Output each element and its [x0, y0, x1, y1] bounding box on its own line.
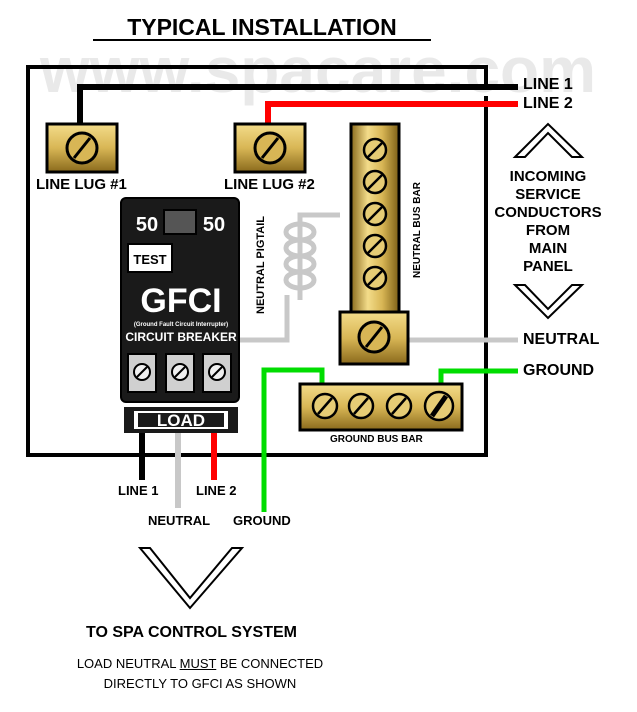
ground-load-label: GROUND: [233, 513, 291, 528]
note-text: BE CONNECTED: [216, 656, 324, 671]
load-neutral-note-line2: DIRECTLY TO GFCI AS SHOWN: [103, 676, 297, 691]
ground-incoming-label: GROUND: [523, 362, 595, 379]
gfci-terminals: [127, 353, 232, 393]
line-lug-2-label: LINE LUG #2: [224, 176, 315, 193]
circuit-breaker-label: CIRCUIT BREAKER: [125, 330, 237, 344]
line-lug-1: [45, 122, 119, 174]
to-spa-label: TO SPA CONTROL SYSTEM: [86, 624, 297, 641]
note-text: LOAD NEUTRAL: [76, 656, 180, 671]
line1-load-label: LINE 1: [118, 483, 159, 498]
neutral-incoming-label: NEUTRAL: [523, 331, 600, 348]
incoming-service-label: INCOMING SERVICE CONDUCTORS FROM MAIN PA…: [490, 168, 606, 276]
wire-ground-outgoing: [261, 367, 325, 512]
note-emphasis: MUST: [179, 656, 217, 671]
incoming-line: MAIN: [528, 240, 568, 257]
load-label: LOAD: [157, 411, 205, 430]
test-button: [127, 243, 173, 273]
gfci-label: GFCI: [140, 282, 221, 320]
panel-enclosure: [26, 65, 488, 457]
gfci-subtitle: (Ground Fault Circuit Interrupter): [134, 322, 228, 328]
rating-right: 50: [203, 214, 225, 236]
rating-left: 50: [136, 214, 158, 236]
line2-load-label: LINE 2: [196, 483, 237, 498]
line-lug-2: [233, 122, 307, 174]
line-lug-1-label: LINE LUG #1: [36, 176, 127, 193]
line1-incoming-label: LINE 1: [523, 76, 573, 93]
incoming-line: FROM: [525, 222, 571, 239]
neutral-pigtail-coil: [283, 221, 317, 291]
wire-ground-incoming: [438, 368, 518, 388]
neutral-pigtail-label: NEUTRAL PIGTAIL: [255, 216, 267, 314]
neutral-load-label: NEUTRAL: [148, 513, 211, 528]
wire-line2-incoming: [265, 101, 518, 125]
incoming-arrow: [512, 122, 585, 320]
load-neutral-note: LOAD NEUTRAL MUST BE CONNECTED: [0, 656, 400, 671]
incoming-line: PANEL: [523, 258, 573, 275]
ground-bus-bar-label: GROUND BUS BAR: [330, 434, 423, 445]
neutral-bus-bar-label: NEUTRAL BUS BAR: [412, 181, 423, 278]
neutral-bus-bar: [338, 122, 410, 366]
line2-incoming-label: LINE 2: [523, 95, 573, 112]
gfci-breaker: TEST 50 50 GFCI (Ground Fault Circuit In…: [120, 197, 240, 433]
watermark: www.spacare.com: [39, 34, 596, 106]
to-spa-arrow: [137, 547, 245, 610]
breaker-handle: [163, 209, 197, 235]
ground-bus-bar: [298, 382, 464, 432]
diagram-title: TYPICAL INSTALLATION: [127, 14, 397, 40]
incoming-line: CONDUCTORS: [494, 204, 602, 221]
incoming-line: SERVICE: [515, 186, 581, 203]
incoming-line: INCOMING: [509, 168, 587, 185]
wire-line1-incoming: [77, 84, 518, 125]
test-label: TEST: [133, 252, 166, 267]
